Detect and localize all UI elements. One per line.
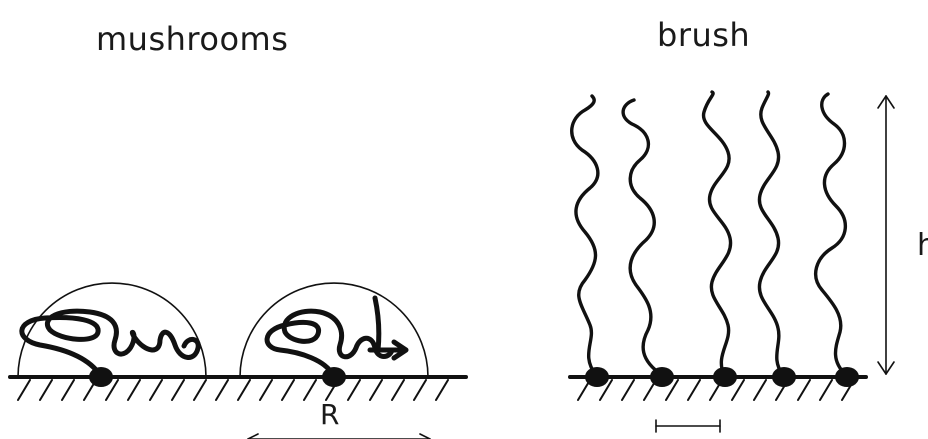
brush-chain-2 (623, 100, 662, 375)
brush-height-arrow (878, 96, 894, 374)
brush-chain-1 (572, 96, 598, 375)
mushroom-dome-right (240, 283, 428, 377)
brush-chain-5 (816, 94, 846, 375)
mushroom-radius-arrow (248, 434, 430, 439)
brush-chain-3 (704, 92, 731, 375)
brush-spacing-bar (656, 420, 720, 432)
mushroom-coil-left (22, 311, 198, 375)
mushroom-surface-hatching (18, 380, 448, 400)
brush-chain-4 (759, 92, 783, 375)
mushroom-dome-left (18, 283, 206, 377)
mushroom-coil-right (267, 298, 406, 375)
